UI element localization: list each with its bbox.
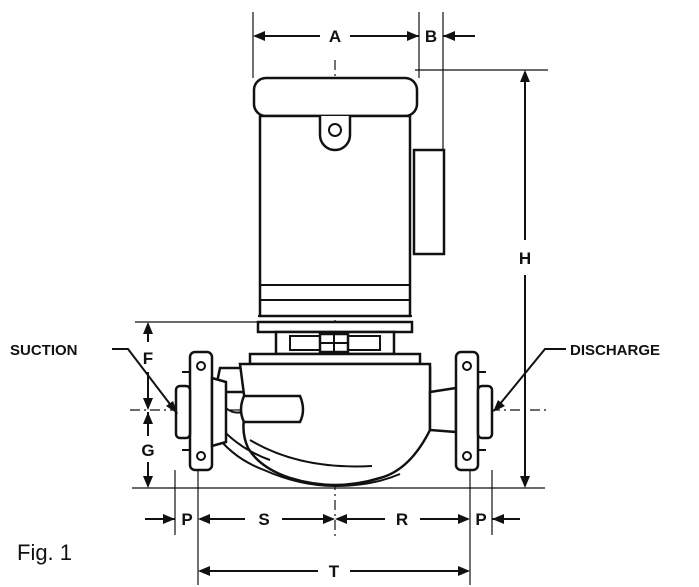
junction-box <box>412 148 446 256</box>
coupling-bracket <box>248 330 422 366</box>
callout-leaders <box>112 348 566 414</box>
discharge-label: DISCHARGE <box>570 342 660 359</box>
dimension-label-g: G <box>141 441 154 460</box>
dimension-label-t: T <box>329 562 340 581</box>
dimension-label-b: B <box>425 27 437 46</box>
suction-label: SUCTION <box>10 342 78 359</box>
dimension-label-p-right: P <box>475 510 486 529</box>
lifting-eye <box>318 116 352 152</box>
suction-flange <box>174 350 228 472</box>
discharge-flange <box>454 350 494 472</box>
pump-casing <box>211 362 458 488</box>
dimension-label-a: A <box>329 27 341 46</box>
figure-caption: Fig. 1 <box>17 540 73 565</box>
dimension-label-p-left: P <box>181 510 192 529</box>
dimension-label-s: S <box>258 510 269 529</box>
dimension-label-r: R <box>396 510 408 529</box>
dimension-label-h: H <box>519 249 531 268</box>
motor <box>252 76 446 334</box>
dimension-label-f: F <box>143 349 153 368</box>
dimension-lines <box>143 31 530 576</box>
